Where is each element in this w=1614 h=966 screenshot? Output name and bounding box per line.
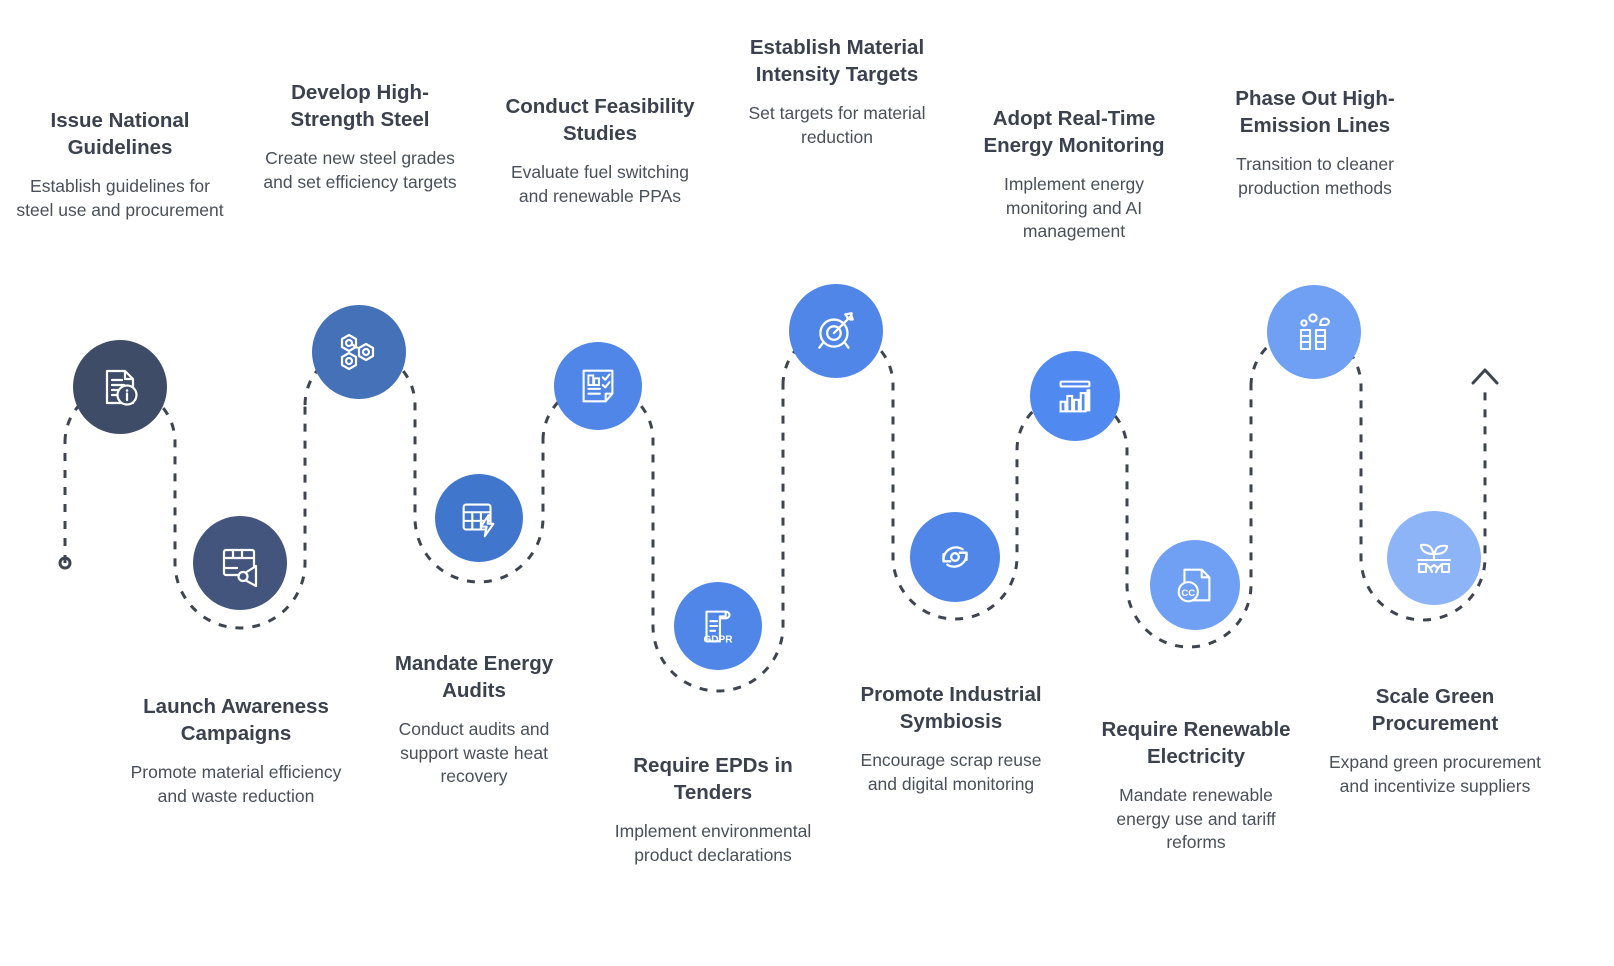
step-icon-2[interactable] <box>193 516 287 610</box>
step-icon-3[interactable] <box>312 305 406 399</box>
bar-chart-icon <box>1059 380 1091 413</box>
step-text-7: Establish Material Intensity Targets Set… <box>732 35 942 149</box>
handshake-leaf-icon <box>1416 543 1452 574</box>
svg-text:CC: CC <box>1181 588 1195 599</box>
step-title-11: Phase Out High-Emission Lines <box>1235 87 1395 137</box>
step-text-4: Mandate Energy Audits Conduct audits and… <box>368 651 580 789</box>
step-icon-4[interactable] <box>435 474 523 562</box>
step-text-12: Scale Green Procurement Expand green pro… <box>1328 684 1542 798</box>
document-info-icon <box>105 369 138 406</box>
step-text-10: Require Renewable Electricity Mandate re… <box>1090 717 1302 855</box>
checklist-report-icon <box>582 369 614 403</box>
step-icon-1[interactable] <box>73 340 167 434</box>
step-title-3: Develop High-Strength Steel <box>290 81 430 131</box>
step-title-8: Promote Industrial Symbiosis <box>860 683 1042 733</box>
step-icon-10[interactable]: CC <box>1150 540 1240 630</box>
step-desc-2: Promote material efficiency and waste re… <box>130 762 342 806</box>
step-title-6: Require EPDs in Tenders <box>633 754 793 804</box>
step-title-9: Adopt Real-Time Energy Monitoring <box>983 107 1165 157</box>
step-desc-12: Expand green procurement and incentivize… <box>1328 752 1542 796</box>
step-desc-1: Establish guidelines for steel use and p… <box>16 176 224 220</box>
step-text-1: Issue National Guidelines Establish guid… <box>15 108 225 222</box>
step-title-1: Issue National Guidelines <box>50 109 190 159</box>
step-desc-5: Evaluate fuel switching and renewable PP… <box>510 162 690 206</box>
molecule-hexagon-icon <box>340 333 375 371</box>
step-text-8: Promote Industrial Symbiosis Encourage s… <box>845 682 1057 796</box>
step-text-9: Adopt Real-Time Energy Monitoring Implem… <box>968 106 1180 244</box>
step-text-5: Conduct Feasibility Studies Evaluate fue… <box>494 94 706 208</box>
energy-table-icon <box>462 503 495 538</box>
path-end-arrow-icon <box>1471 368 1499 385</box>
megaphone-browser-icon <box>222 548 258 587</box>
factory-smokestack-icon <box>1299 313 1330 351</box>
path-start-dot <box>58 556 72 570</box>
step-icon-5[interactable] <box>554 342 642 430</box>
step-icon-12[interactable] <box>1387 511 1481 605</box>
step-title-10: Require Renewable Electricity <box>1101 718 1291 768</box>
step-icon-7[interactable] <box>789 284 883 378</box>
step-icon-8[interactable] <box>910 512 1000 602</box>
step-desc-9: Implement energy monitoring and AI manag… <box>1003 174 1145 241</box>
step-text-2: Launch Awareness Campaigns Promote mater… <box>130 694 342 808</box>
step-desc-7: Set targets for material reduction <box>748 103 926 147</box>
cc-document-icon: CC <box>1177 568 1211 603</box>
recycle-loop-icon <box>942 546 968 568</box>
step-icon-6[interactable]: GDPR <box>674 582 762 670</box>
step-desc-11: Transition to cleaner production methods <box>1236 154 1394 198</box>
step-desc-3: Create new steel grades and set efficien… <box>263 148 457 192</box>
step-title-4: Mandate Energy Audits <box>394 652 554 702</box>
step-icon-9[interactable] <box>1030 351 1120 441</box>
target-arrow-icon <box>818 312 854 349</box>
step-desc-6: Implement environmental product declarat… <box>614 821 812 865</box>
step-text-11: Phase Out High-Emission Lines Transition… <box>1208 86 1422 200</box>
step-desc-4: Conduct audits and support waste heat re… <box>398 719 550 786</box>
step-text-3: Develop High-Strength Steel Create new s… <box>254 80 466 194</box>
step-title-7: Establish Material Intensity Targets <box>749 36 925 86</box>
step-title-5: Conduct Feasibility Studies <box>505 95 695 145</box>
step-title-2: Launch Awareness Campaigns <box>143 695 329 745</box>
step-desc-10: Mandate renewable energy use and tariff … <box>1116 785 1276 852</box>
gdpr-scroll-icon: GDPR <box>703 610 733 645</box>
svg-text:GDPR: GDPR <box>703 634 733 645</box>
step-desc-8: Encourage scrap reuse and digital monito… <box>860 750 1042 794</box>
step-icon-11[interactable] <box>1267 285 1361 379</box>
step-title-12: Scale Green Procurement <box>1371 685 1499 735</box>
step-text-6: Require EPDs in Tenders Implement enviro… <box>606 753 820 867</box>
